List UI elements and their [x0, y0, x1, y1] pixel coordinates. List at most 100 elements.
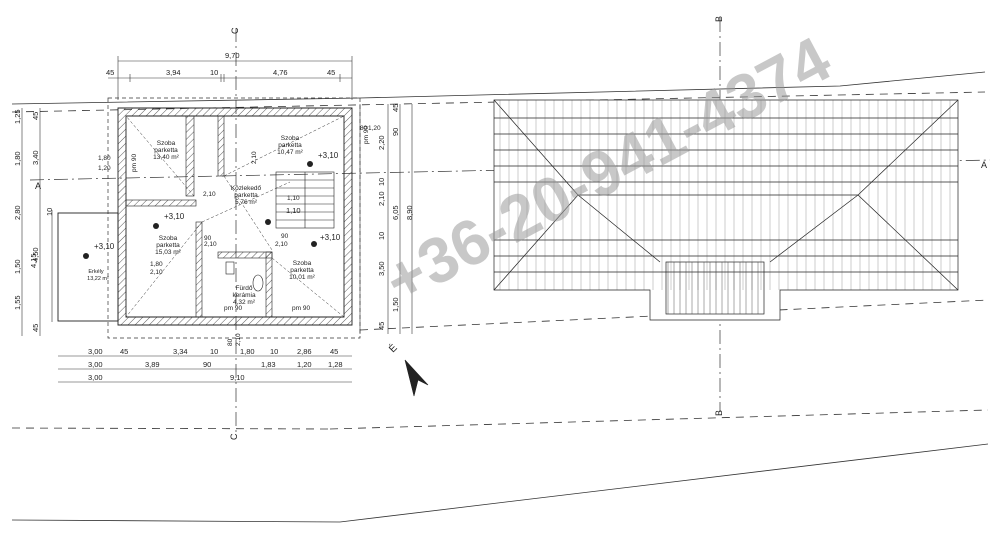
dim-left-outer: 1,25 1,80 2,80 1,50 1,55: [13, 109, 22, 310]
svg-text:pm 90: pm 90: [131, 154, 138, 172]
svg-text:13,40 m²: 13,40 m²: [153, 154, 179, 161]
svg-text:parketta: parketta: [234, 192, 258, 199]
bottom-dimension-lines: [58, 355, 352, 383]
level-marker: [265, 219, 271, 225]
svg-text:3,94: 3,94: [166, 68, 181, 77]
svg-text:45: 45: [120, 347, 128, 356]
svg-text:2,10: 2,10: [150, 269, 163, 276]
svg-text:1,50: 1,50: [13, 259, 22, 274]
svg-text:Fürdő: Fürdő: [236, 285, 253, 292]
svg-text:kerámia: kerámia: [232, 292, 256, 299]
roof-tile-lines: [499, 100, 951, 314]
svg-text:15,03 m²: 15,03 m²: [155, 249, 181, 256]
level-marker: +3,10: [307, 151, 339, 167]
svg-text:3,34: 3,34: [173, 347, 188, 356]
svg-text:Szoba: Szoba: [293, 260, 312, 267]
svg-text:45: 45: [327, 68, 335, 77]
svg-text:10,47 m²: 10,47 m²: [277, 149, 303, 156]
top-dimension-lines: [108, 56, 353, 100]
room-label-bedroom-4: Szoba parketta 10,01 m²: [289, 260, 315, 281]
level-marker: +3,10: [153, 212, 185, 229]
building-walls: [117, 107, 353, 326]
bathroom-fixtures: [225, 261, 264, 292]
room-label-hallway: Közlekedő parketta 5,76 m²: [231, 185, 262, 206]
svg-text:3,00: 3,00: [88, 373, 103, 382]
door-swings: [125, 115, 345, 318]
svg-text:9,10: 9,10: [230, 373, 245, 382]
svg-text:2,86: 2,86: [297, 347, 312, 356]
svg-text:80: 80: [360, 125, 368, 132]
svg-text:Szoba: Szoba: [159, 235, 178, 242]
svg-text:Közlekedő: Közlekedő: [231, 185, 262, 192]
svg-text:1,10: 1,10: [287, 195, 300, 202]
svg-text:parketta: parketta: [290, 267, 314, 274]
svg-text:2,10: 2,10: [204, 241, 217, 248]
svg-text:10: 10: [210, 68, 218, 77]
svg-text:10: 10: [377, 178, 386, 186]
svg-text:+3,10: +3,10: [94, 242, 115, 251]
svg-text:1,20: 1,20: [98, 165, 111, 172]
roof-outline-dashed: [107, 97, 361, 339]
svg-text:4,76: 4,76: [273, 68, 288, 77]
room-label-balcony: Erkély 13,22 m²: [87, 269, 109, 282]
svg-text:+3,10: +3,10: [164, 212, 185, 221]
svg-text:1,80: 1,80: [150, 261, 163, 268]
svg-text:13,22 m²: 13,22 m²: [87, 276, 109, 282]
svg-text:parketta: parketta: [154, 147, 178, 154]
svg-text:45: 45: [330, 347, 338, 356]
svg-text:10: 10: [270, 347, 278, 356]
svg-text:3,00: 3,00: [88, 360, 103, 369]
svg-text:Erkély: Erkély: [88, 269, 104, 275]
dim-right: 45 90 2,20 10 2,10 6,05 8,90 10 3,50 1,5…: [377, 104, 414, 330]
svg-text:pm 90: pm 90: [292, 305, 310, 312]
svg-text:+3,10: +3,10: [320, 233, 341, 242]
svg-text:1,20: 1,20: [368, 125, 381, 132]
svg-text:1,25: 1,25: [13, 109, 22, 124]
room-label-bedroom-1: Szoba parketta 13,40 m²: [153, 140, 179, 161]
svg-text:6,05: 6,05: [391, 205, 400, 220]
svg-text:2,10: 2,10: [275, 241, 288, 248]
svg-text:1,28: 1,28: [328, 360, 343, 369]
stair-label: 1,10: [286, 206, 301, 215]
svg-text:2,10: 2,10: [377, 191, 386, 206]
svg-text:parketta: parketta: [156, 242, 180, 249]
svg-text:5,76 m²: 5,76 m²: [235, 199, 258, 206]
svg-text:3,50: 3,50: [377, 261, 386, 276]
svg-text:Szoba: Szoba: [157, 140, 176, 147]
level-marker: +3,10: [311, 233, 341, 247]
axis-label-a-right: A: [981, 160, 987, 170]
axis-label-c-bottom: C: [229, 433, 239, 440]
svg-text:90: 90: [281, 233, 289, 240]
svg-text:8,90: 8,90: [405, 205, 414, 220]
room-label-bedroom-2: Szoba parketta 10,47 m²: [277, 135, 303, 156]
svg-text:10,01 m²: 10,01 m²: [289, 274, 315, 281]
axis-label-a-left: A: [35, 181, 41, 191]
room-label-bedroom-3: Szoba parketta 15,03 m²: [155, 235, 181, 256]
svg-text:2,10: 2,10: [203, 191, 216, 198]
svg-text:2,10: 2,10: [235, 333, 242, 346]
svg-text:1,20: 1,20: [297, 360, 312, 369]
dim-top-parts: 45 3,94 10 4,76 45: [106, 68, 335, 77]
axis-label-b-bottom: B: [714, 410, 724, 416]
left-dimension-lines: [21, 108, 53, 336]
svg-text:1,55: 1,55: [13, 295, 22, 310]
svg-text:45: 45: [31, 112, 40, 120]
svg-text:pm 90: pm 90: [224, 305, 242, 312]
svg-text:90: 90: [204, 235, 212, 242]
room-label-bathroom: Fürdő kerámia 4,32 m²: [232, 285, 256, 306]
svg-text:45: 45: [106, 68, 114, 77]
svg-text:1,80: 1,80: [13, 151, 22, 166]
dim-bottom-row3: 3,00 9,10: [88, 373, 245, 382]
svg-text:90: 90: [391, 128, 400, 136]
staircase: [275, 171, 335, 229]
svg-text:1,50: 1,50: [391, 297, 400, 312]
dim-top-total: 9,70: [225, 51, 240, 60]
svg-text:1,80: 1,80: [98, 155, 111, 162]
svg-text:parketta: parketta: [278, 142, 302, 149]
svg-text:3,89: 3,89: [145, 360, 160, 369]
svg-text:10: 10: [45, 208, 54, 216]
svg-text:45: 45: [377, 322, 386, 330]
svg-text:3,00: 3,00: [88, 347, 103, 356]
svg-text:1,83: 1,83: [261, 360, 276, 369]
